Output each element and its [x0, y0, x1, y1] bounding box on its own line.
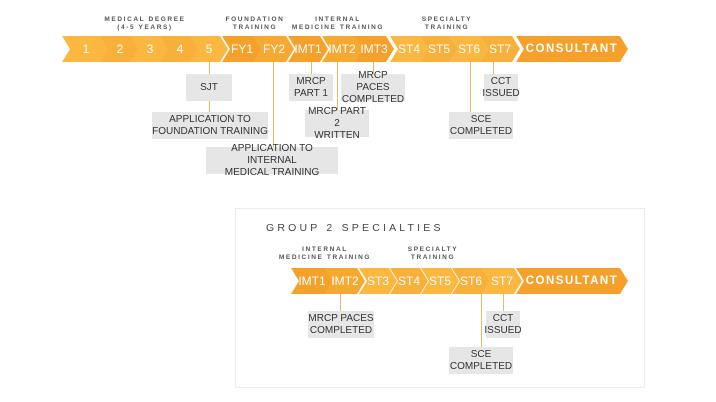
- group2-stage-band: IMT1 IMT2 ST3 ST4 ST5 ST6 ST7 CONSULTANT: [291, 268, 631, 294]
- phase-label-medical-degree: MEDICAL DEGREE (4-5 YEARS): [104, 16, 186, 31]
- milestone-sjt: SJT: [186, 74, 232, 101]
- group2-milestone-sce: SCE COMPLETED: [449, 347, 513, 374]
- stage-fy1: FY1: [222, 36, 262, 62]
- group2-stage-st6: ST6: [452, 268, 490, 294]
- group2-stage-st4: ST4: [390, 268, 428, 294]
- stage-st5: ST5: [420, 36, 458, 62]
- group2-stage-consultant: CONSULTANT: [516, 268, 628, 294]
- group2-connector-sce: [481, 294, 482, 348]
- group2-stage-st5: ST5: [421, 268, 459, 294]
- connector-sjt: [209, 62, 210, 74]
- phase-label-specialty: SPECIALTY TRAINING: [421, 16, 473, 31]
- connector-paces: [373, 62, 374, 74]
- group2-phase-label-specialty: SPECIALTY TRAINING: [407, 246, 459, 261]
- connector-cct: [493, 62, 494, 74]
- group2-connector-paces: [340, 294, 341, 312]
- group2-connector-cct: [503, 294, 504, 312]
- phase-label-foundation: FOUNDATION TRAINING: [225, 16, 285, 31]
- group2-phase-label-internal-medicine: INTERNAL MEDICINE TRAINING: [278, 246, 372, 261]
- stage-imt2: IMT2: [322, 36, 362, 62]
- group2-stage-st7: ST7: [482, 268, 522, 294]
- stage-3: 3: [130, 36, 170, 62]
- group2-stage-imt1: IMT1: [291, 268, 333, 294]
- milestone-app-foundation: APPLICATION TO FOUNDATION TRAINING: [152, 112, 268, 139]
- main-stage-band: 1 2 3 4 5 FY1 FY2 IMT1 IMT2 IMT3 ST4 ST5…: [62, 36, 632, 62]
- connector-app-foundation: [209, 101, 210, 113]
- group2-title: GROUP 2 SPECIALTIES: [266, 222, 444, 234]
- stage-imt1: IMT1: [288, 36, 328, 62]
- stage-st6: ST6: [450, 36, 488, 62]
- group2-stage-st3: ST3: [359, 268, 397, 294]
- phase-label-internal-medicine: INTERNAL MEDICINE TRAINING: [291, 16, 385, 31]
- milestone-mrcp2: MRCP PART 2 WRITTEN: [305, 106, 369, 141]
- stage-st4: ST4: [390, 36, 428, 62]
- milestone-sce: SCE COMPLETED: [449, 112, 513, 139]
- stage-5: 5: [190, 36, 228, 62]
- stage-st7: ST7: [480, 36, 520, 62]
- group2-stage-imt2: IMT2: [325, 268, 365, 294]
- stage-2: 2: [100, 36, 140, 62]
- stage-1: 1: [62, 36, 110, 62]
- connector-sce: [470, 62, 471, 112]
- group2-milestone-paces: MRCP PACES COMPLETED: [308, 311, 374, 338]
- connector-mrcp1: [311, 62, 312, 74]
- connector-app-imt: [273, 62, 274, 147]
- group2-panel: [235, 208, 645, 388]
- stage-4: 4: [160, 36, 200, 62]
- stage-consultant: CONSULTANT: [516, 36, 628, 62]
- milestone-app-imt: APPLICATION TO INTERNAL MEDICAL TRAINING: [206, 143, 338, 178]
- connector-mrcp2: [337, 62, 338, 110]
- milestone-cct: CCT ISSUED: [482, 74, 520, 101]
- stage-fy2: FY2: [254, 36, 294, 62]
- milestone-paces: MRCP PACES COMPLETED: [341, 69, 405, 105]
- milestone-mrcp1: MRCP PART 1: [289, 74, 333, 101]
- group2-milestone-cct: CCT ISSUED: [484, 311, 522, 338]
- stage-imt3: IMT3: [354, 36, 394, 62]
